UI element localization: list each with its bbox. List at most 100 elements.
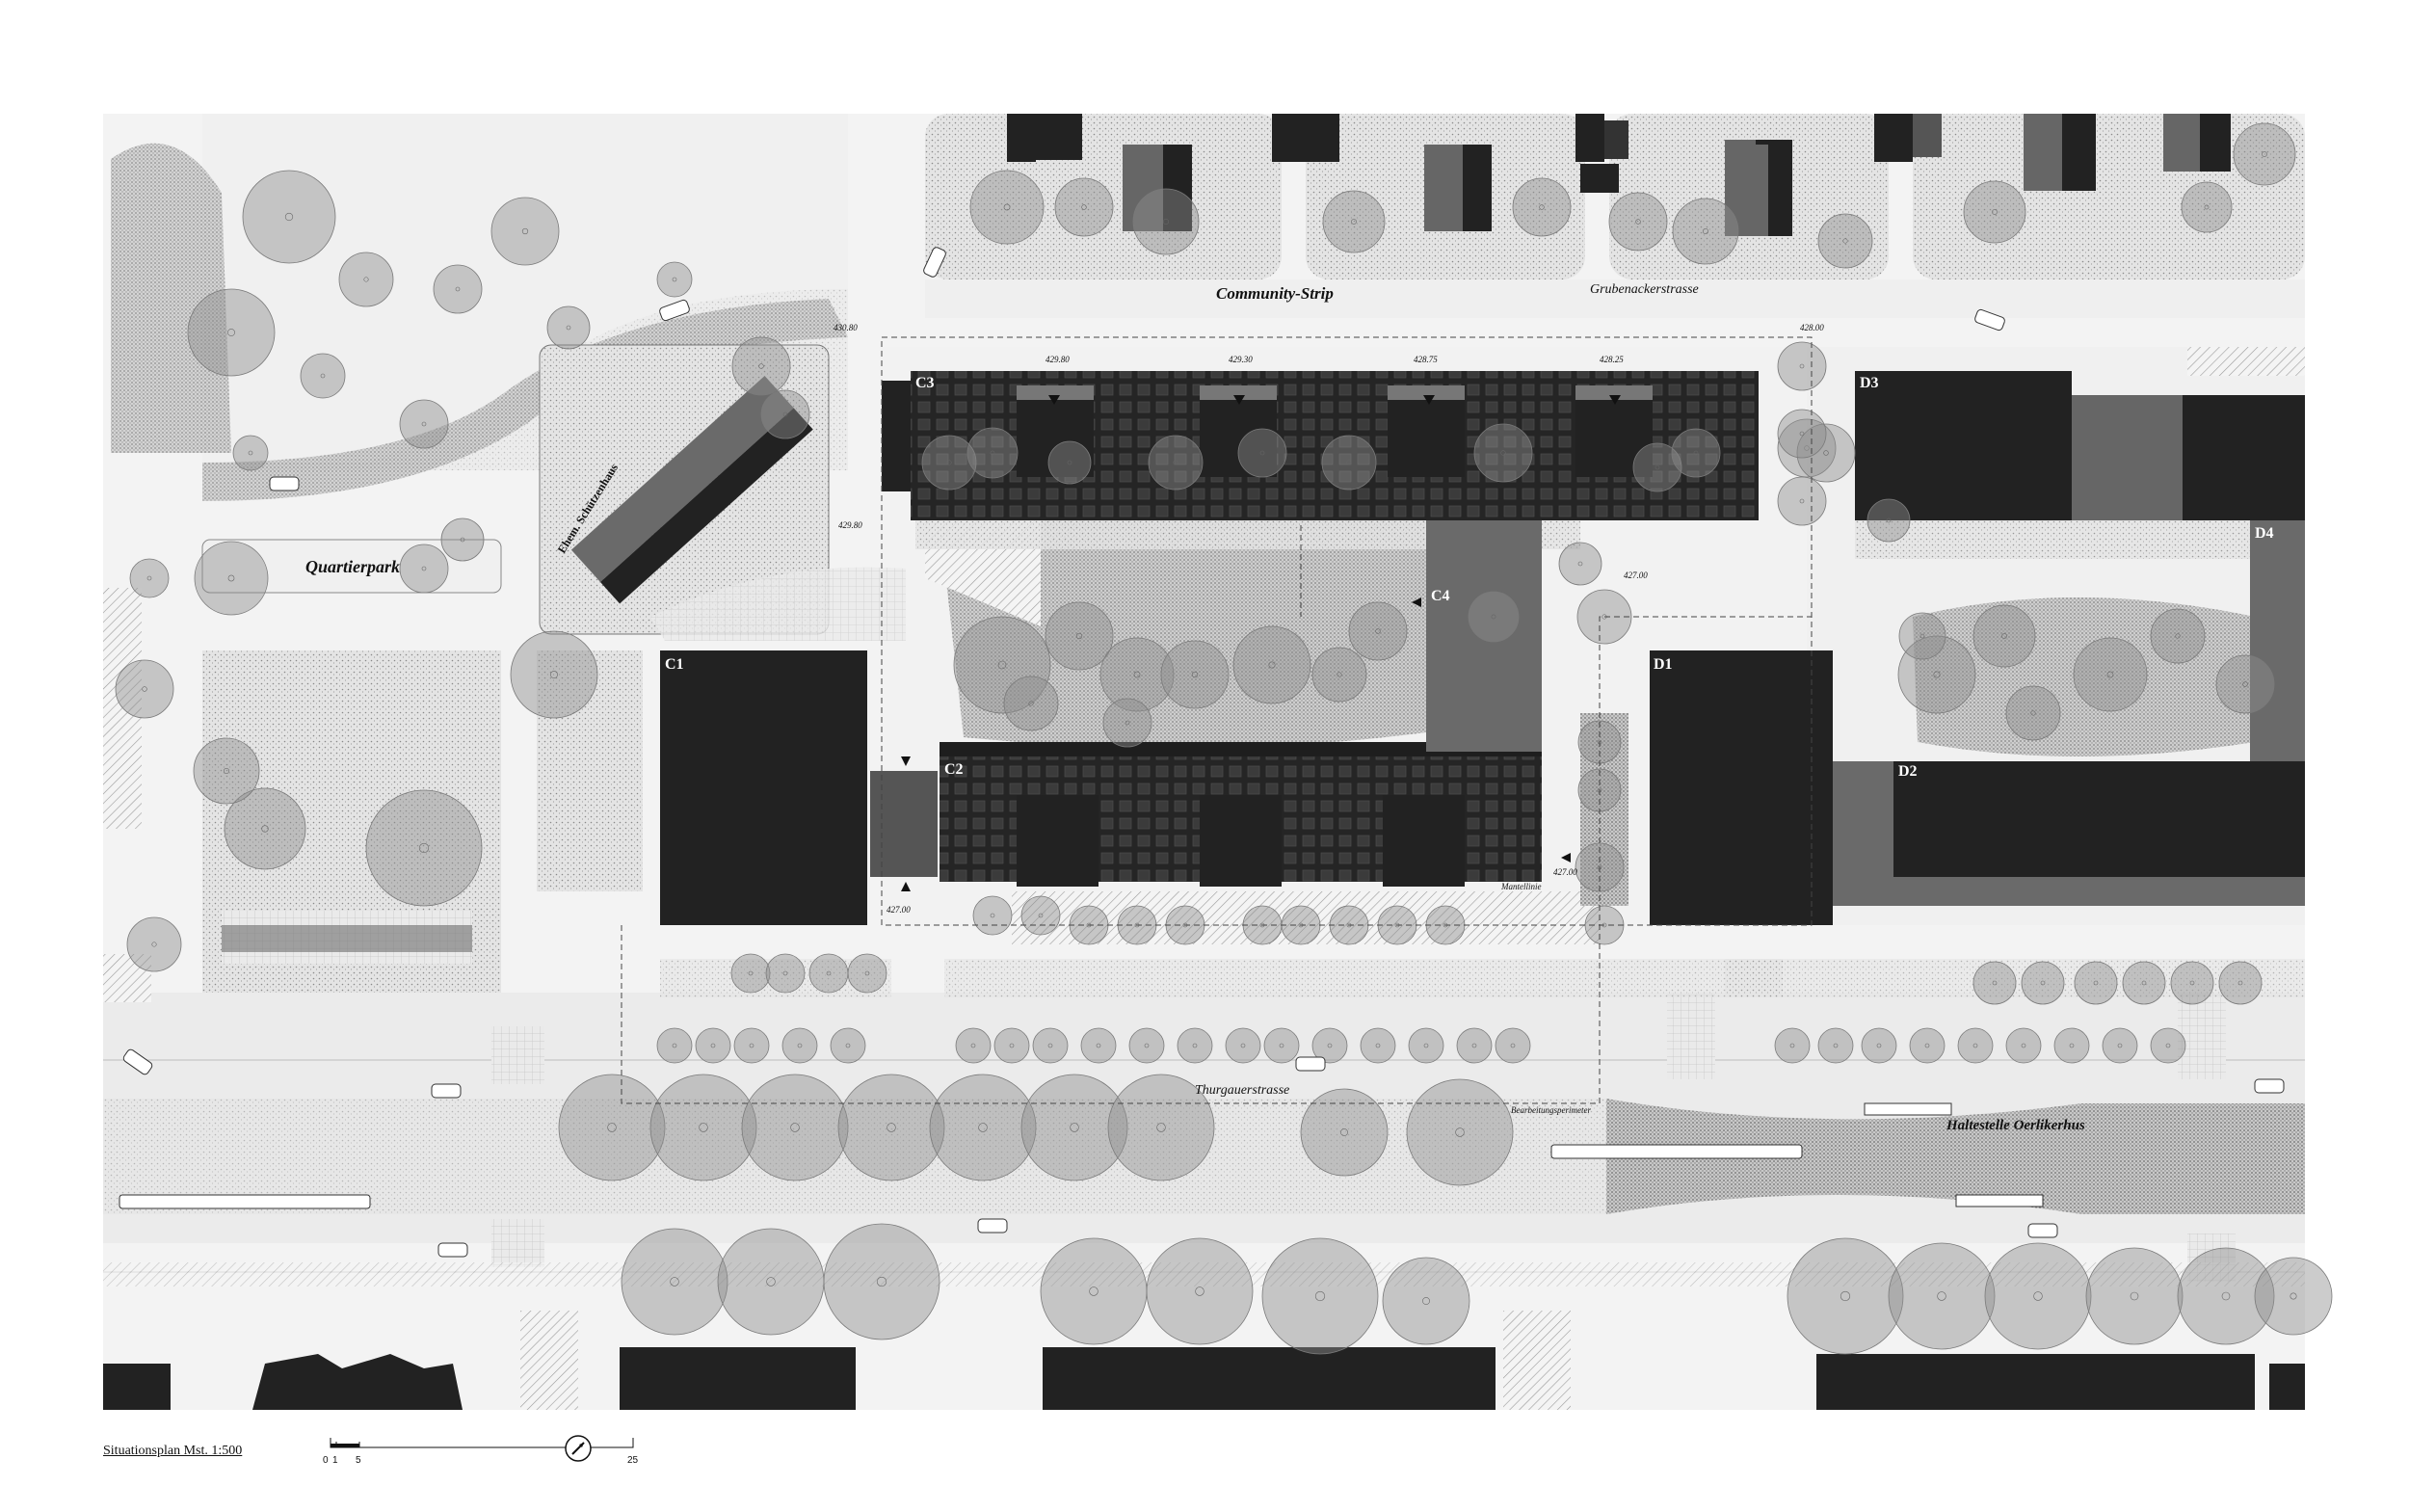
- tree-canopy: [1817, 213, 1873, 269]
- tree-canopy: [2005, 685, 2061, 741]
- tree-canopy: [2102, 1027, 2138, 1064]
- tree-trunk: [1240, 1043, 1246, 1048]
- tree-trunk: [421, 566, 427, 571]
- elevation-label: 430.80: [834, 323, 858, 332]
- tree-trunk: [1173, 460, 1178, 465]
- tree-canopy: [1177, 1027, 1213, 1064]
- tree-canopy: [1897, 635, 1976, 714]
- tree-canopy: [129, 558, 170, 598]
- plan-caption: Situationsplan Mst. 1:500: [103, 1444, 243, 1458]
- tree-trunk: [766, 1277, 776, 1287]
- tree-canopy: [1787, 1237, 1904, 1355]
- tree-trunk: [1009, 1043, 1015, 1048]
- tree-canopy: [1972, 961, 2017, 1005]
- tree-trunk: [2069, 1043, 2075, 1048]
- tree-trunk: [1924, 1043, 1930, 1048]
- building-label-c2: C2: [944, 761, 964, 778]
- elevation-label: 429.80: [1046, 355, 1070, 364]
- tree-canopy: [1261, 1237, 1379, 1355]
- schuetzenhaus-plot: [539, 344, 830, 635]
- tree-canopy: [2150, 608, 2206, 664]
- tree-trunk: [670, 1277, 679, 1287]
- tree-canopy: [2073, 637, 2148, 712]
- tree-trunk: [248, 450, 253, 456]
- elevation-label: 427.00: [1553, 867, 1577, 877]
- tree-trunk: [997, 660, 1007, 670]
- tree-canopy: [969, 170, 1045, 245]
- tree-trunk: [748, 970, 754, 976]
- tree-canopy: [649, 1074, 757, 1181]
- tree-canopy: [126, 916, 182, 972]
- tree-canopy: [338, 252, 394, 307]
- tree-trunk: [1279, 1043, 1284, 1048]
- tree-trunk: [1047, 1043, 1053, 1048]
- tree-canopy: [1861, 1027, 1897, 1064]
- tree-trunk: [566, 325, 571, 331]
- tree-canopy: [433, 264, 483, 314]
- tree-trunk: [672, 277, 677, 282]
- tree-trunk: [1192, 1043, 1198, 1048]
- tree-trunk: [227, 329, 235, 336]
- tree-canopy: [1774, 1027, 1811, 1064]
- tree-trunk: [227, 574, 235, 582]
- tree-canopy: [1777, 341, 1827, 391]
- tree-trunk: [2021, 1043, 2026, 1048]
- tree-canopy: [1003, 676, 1059, 731]
- tree-trunk: [1375, 1043, 1381, 1048]
- tree-canopy: [1495, 1027, 1531, 1064]
- tree-trunk: [1804, 445, 1810, 451]
- tree-canopy: [1817, 1027, 1854, 1064]
- tree-canopy: [2233, 122, 2296, 186]
- vehicles: [119, 247, 2285, 1258]
- tree-canopy: [1406, 1078, 1514, 1186]
- buildings-d: [1650, 371, 2305, 925]
- tree-trunk: [460, 537, 465, 543]
- building-label-d2: D2: [1898, 763, 1918, 780]
- tree-canopy: [1957, 1027, 1994, 1064]
- tree-trunk: [1876, 1043, 1882, 1048]
- tree-canopy: [955, 1027, 992, 1064]
- tree-canopy: [2053, 1027, 2090, 1064]
- tree-canopy: [399, 399, 449, 449]
- tree-trunk: [421, 421, 427, 427]
- tree-trunk: [2030, 710, 2036, 716]
- tree-canopy: [823, 1223, 940, 1340]
- elevation-label: 429.30: [1229, 355, 1253, 364]
- tree-trunk: [1577, 561, 1583, 567]
- tree-trunk: [1028, 701, 1034, 706]
- elevation-label: 428.75: [1414, 355, 1438, 364]
- tree-canopy: [194, 541, 269, 616]
- tree-trunk: [2001, 633, 2007, 639]
- tree-canopy: [1360, 1027, 1396, 1064]
- tree-trunk: [1491, 614, 1496, 620]
- tree-trunk: [1471, 1043, 1477, 1048]
- tree-trunk: [1070, 1123, 1079, 1132]
- tree-trunk: [2262, 151, 2267, 157]
- label-mantellinie: Mantellinie: [1500, 882, 1542, 891]
- tree-canopy: [730, 953, 771, 994]
- tree-canopy: [1468, 591, 1520, 643]
- tree-canopy: [1045, 601, 1114, 671]
- tree-canopy: [1408, 1027, 1444, 1064]
- building-labels: C3 C1 C2 C4 D3 D4 D1 D2: [665, 375, 2274, 780]
- tree-canopy: [1984, 1242, 2092, 1350]
- tree-canopy: [2254, 1257, 2333, 1336]
- tree-canopy: [546, 305, 591, 350]
- tree-trunk: [2106, 671, 2114, 678]
- tree-trunk: [1003, 203, 1011, 211]
- building-d1: [1650, 650, 1833, 925]
- scale-tick: 25: [627, 1455, 639, 1466]
- tree-canopy: [2177, 1247, 2275, 1345]
- tree-trunk: [970, 1043, 976, 1048]
- tree-trunk: [1351, 219, 1357, 225]
- tree-trunk: [2242, 681, 2248, 687]
- tree-canopy: [1237, 428, 1287, 478]
- tree-canopy: [760, 389, 810, 439]
- tree-trunk: [1992, 209, 1998, 215]
- tree-canopy: [510, 630, 598, 719]
- tree-canopy: [224, 787, 306, 870]
- tree-canopy: [1263, 1027, 1300, 1064]
- building-label-c3: C3: [915, 375, 935, 391]
- tree-canopy: [993, 1027, 1030, 1064]
